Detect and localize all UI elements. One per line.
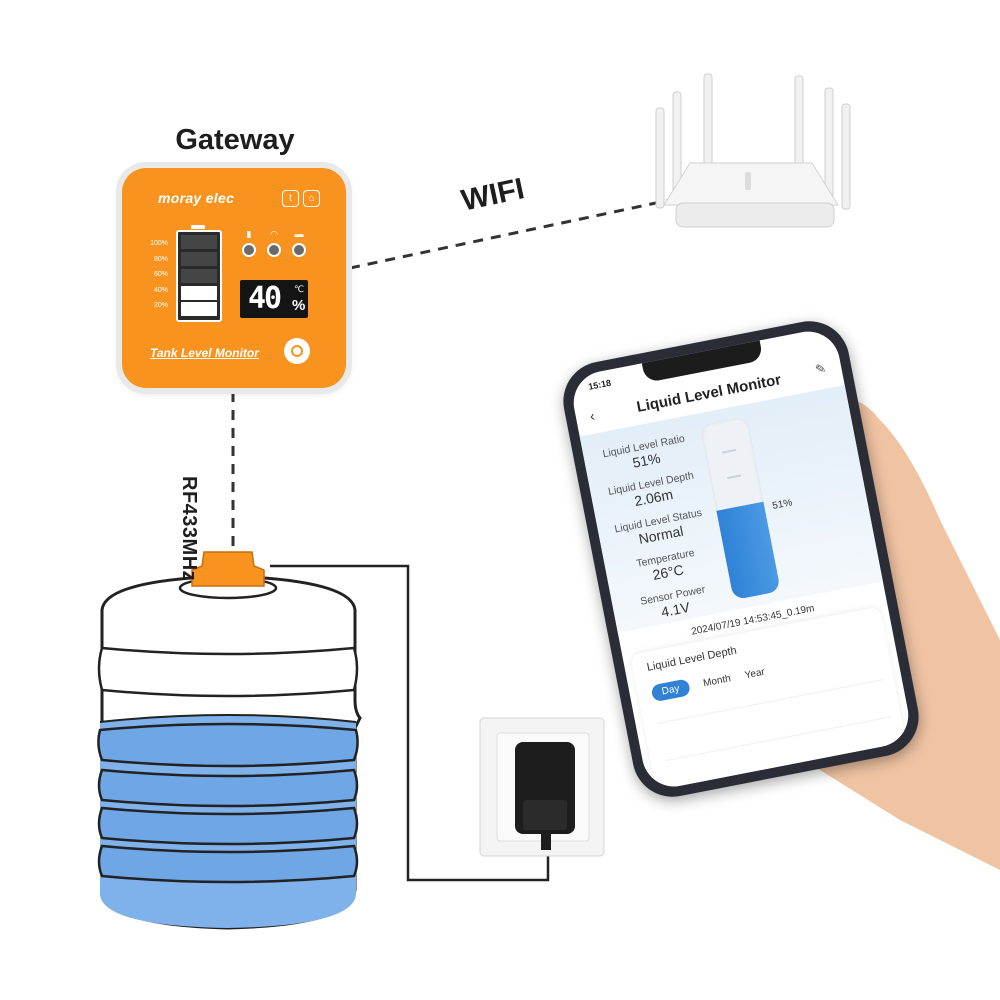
power-cable <box>270 564 550 882</box>
smart-home-icon: ⌂ <box>303 190 320 207</box>
gateway-device: moray elec t⌂ 100% 80% 60% 40% 20% ▮ ◠ ▬… <box>122 168 346 388</box>
chart-gridline <box>664 716 891 762</box>
power-adapter-icon <box>479 717 605 857</box>
tuya-icon: t <box>282 190 299 207</box>
brand-logo: moray elec <box>158 190 235 206</box>
battery-scale-60: 60% <box>153 271 168 278</box>
battery-segment <box>181 252 217 266</box>
gateway-app-icons: t⌂ <box>278 188 320 207</box>
gauge-tick <box>727 474 742 479</box>
water-tank-icon <box>97 551 362 930</box>
wifi-led <box>267 243 281 257</box>
gateway-led <box>292 243 306 257</box>
battery-scale-80: 80% <box>153 255 168 263</box>
sensor-status-icon: ▮ <box>246 229 252 239</box>
lcd-value: 40 <box>248 281 282 316</box>
lcd-display: 40 ℃ % <box>240 280 308 318</box>
router-icon <box>655 73 851 228</box>
battery-icon <box>176 225 222 322</box>
sensor-led <box>242 243 256 257</box>
wifi-icon: ◠ <box>270 229 278 239</box>
battery-segment <box>181 269 217 283</box>
battery-scale-100: 100% <box>150 240 168 247</box>
battery-segment <box>181 286 217 300</box>
power-button[interactable] <box>284 338 310 364</box>
tab-year[interactable]: Year <box>743 666 766 682</box>
lcd-unit-temp: ℃ <box>294 284 305 294</box>
battery-segment <box>181 302 217 316</box>
gateway-title: Gateway <box>175 124 295 156</box>
battery-scale-40: 40% <box>153 286 168 294</box>
battery-scale: 100% 80% 60% 40% 20% <box>146 236 168 314</box>
battery-scale-20: 20% <box>153 302 168 309</box>
battery-segment <box>181 235 217 249</box>
wifi-link-line <box>349 198 671 270</box>
status-time: 15:18 <box>587 377 612 392</box>
gateway-status-icon: ▬ <box>294 229 304 239</box>
panel-label: Tank Level Monitor <box>150 346 259 360</box>
gauge-tick <box>722 448 737 454</box>
rf-label: RF433MHz <box>178 476 200 582</box>
tab-day[interactable]: Day <box>650 678 691 703</box>
tab-month[interactable]: Month <box>702 673 732 690</box>
lcd-unit-percent: % <box>292 297 306 314</box>
